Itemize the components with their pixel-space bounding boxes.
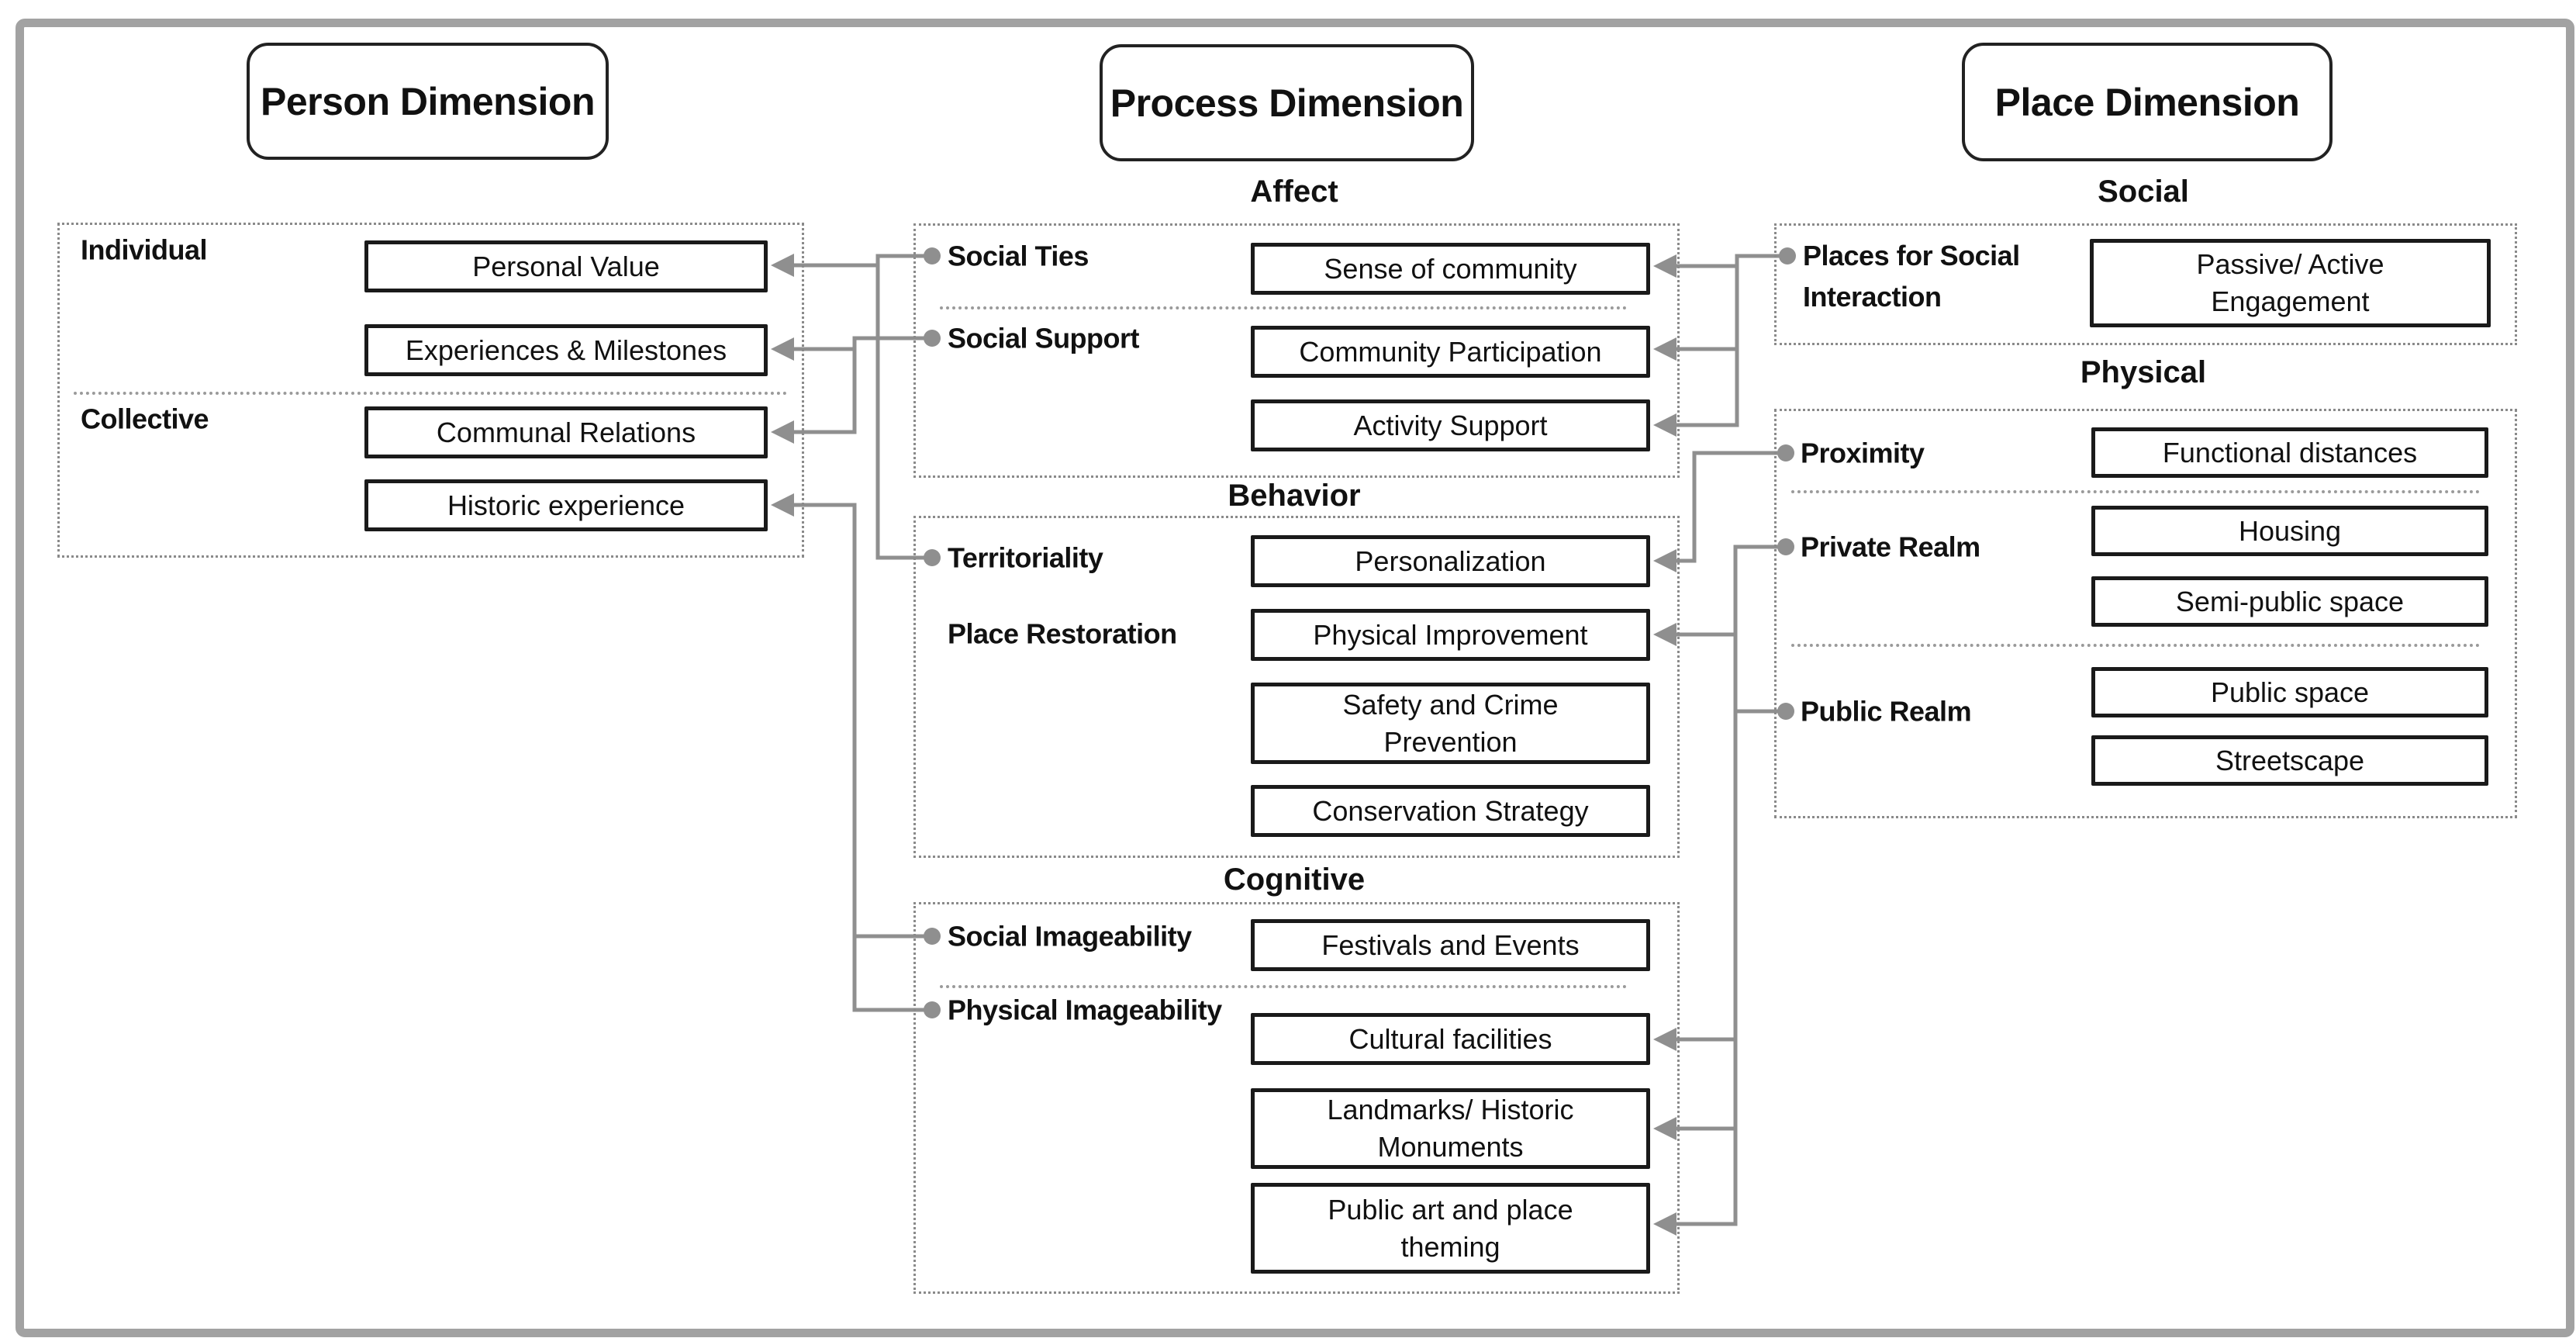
title-social: Social [2098,175,2189,209]
box-cultural-facilities: Cultural facilities [1251,1013,1650,1065]
bullet-places-for-social-interaction [1779,247,1796,264]
arrowhead-physical-improvement [1653,623,1676,646]
box-experiences-milestones: Experiences & Milestones [364,324,768,376]
connector-imageability-trunk [791,503,927,1012]
bullet-public-realm [1777,703,1794,720]
arrowhead-historic-experience [771,493,794,517]
connector-places-trunk [1673,254,1783,427]
label-places-for-social-interaction: Places for Social Interaction [1803,240,2020,313]
bullet-social-support [924,330,941,347]
box-public-art-place-theming: Public art and place theming [1251,1183,1650,1274]
label-proximity: Proximity [1801,437,1925,469]
arrowhead-personalization [1653,549,1676,572]
label-private-realm: Private Realm [1801,531,1980,563]
connector-realm-trunk [1673,545,1780,1226]
box-housing: Housing [2091,506,2488,556]
box-personal-value: Personal Value [364,240,768,292]
box-semi-public-space: Semi-public space [2091,576,2488,627]
box-public-space: Public space [2091,667,2488,717]
title-affect: Affect [1250,175,1338,209]
header-place-dimension: Place Dimension [1962,43,2333,161]
label-public-realm: Public Realm [1801,695,1972,728]
box-sense-of-community: Sense of community [1251,243,1650,295]
box-streetscape: Streetscape [2091,735,2488,786]
label-individual: Individual [81,233,208,266]
arrowhead-landmarks [1653,1117,1676,1140]
arrowhead-activity-support [1653,413,1676,437]
bullet-social-imageability [924,928,941,945]
connector-socialsupport-trunk [791,336,932,434]
box-physical-improvement: Physical Improvement [1251,609,1650,661]
behavior-panel [913,516,1680,858]
bullet-proximity [1777,444,1794,462]
box-activity-support: Activity Support [1251,399,1650,451]
arrowhead-experiences [771,337,794,361]
box-personalization: Personalization [1251,535,1650,587]
title-cognitive: Cognitive [1223,863,1366,897]
header-process-dimension: Process Dimension [1100,44,1474,161]
label-place-restoration: Place Restoration [948,617,1177,650]
bullet-territoriality [924,549,941,566]
arrowhead-communal-relations [771,420,794,444]
cognitive-separator [940,985,1627,988]
arrowhead-cultural-facilities [1653,1028,1676,1051]
label-social-imageability: Social Imageability [948,920,1192,953]
box-landmarks-historic-monuments: Landmarks/ Historic Monuments [1251,1088,1650,1169]
bullet-private-realm [1777,538,1794,555]
bullet-social-ties [924,247,941,264]
header-person-dimension: Person Dimension [247,43,609,160]
label-social-ties: Social Ties [948,240,1089,272]
physical-separator-2 [1791,644,2480,647]
label-collective: Collective [81,403,209,435]
arrowhead-personal-value [771,254,794,277]
physical-separator-1 [1791,490,2480,493]
cognitive-panel [913,902,1680,1294]
arrowhead-public-art [1653,1212,1676,1236]
box-community-participation: Community Participation [1251,326,1650,378]
arrowhead-community-participation [1653,337,1676,361]
box-functional-distances: Functional distances [2091,427,2488,478]
box-historic-experience: Historic experience [364,479,768,531]
title-behavior: Behavior [1228,479,1361,513]
bullet-physical-imageability [924,1001,941,1018]
person-panel [57,223,804,558]
box-safety-crime-prevention: Safety and Crime Prevention [1251,683,1650,764]
affect-panel [913,223,1680,478]
label-physical-imageability: Physical Imageability [948,994,1222,1026]
box-passive-active-engagement: Passive/ Active Engagement [2090,239,2491,327]
box-communal-relations: Communal Relations [364,406,768,458]
arrowhead-sense-of-community [1653,254,1676,278]
place-physical-panel [1774,409,2517,818]
connector-proximity [1673,451,1780,563]
person-panel-separator [74,392,787,395]
connector-socialties-territoriality-trunk [875,254,932,560]
label-social-support: Social Support [948,322,1140,354]
title-physical: Physical [2080,355,2207,389]
affect-separator [940,306,1627,309]
label-territoriality: Territoriality [948,541,1103,574]
box-festivals-events: Festivals and Events [1251,919,1650,971]
outer-frame [16,19,2574,1337]
box-conservation-strategy: Conservation Strategy [1251,785,1650,837]
place-social-panel [1774,223,2517,345]
